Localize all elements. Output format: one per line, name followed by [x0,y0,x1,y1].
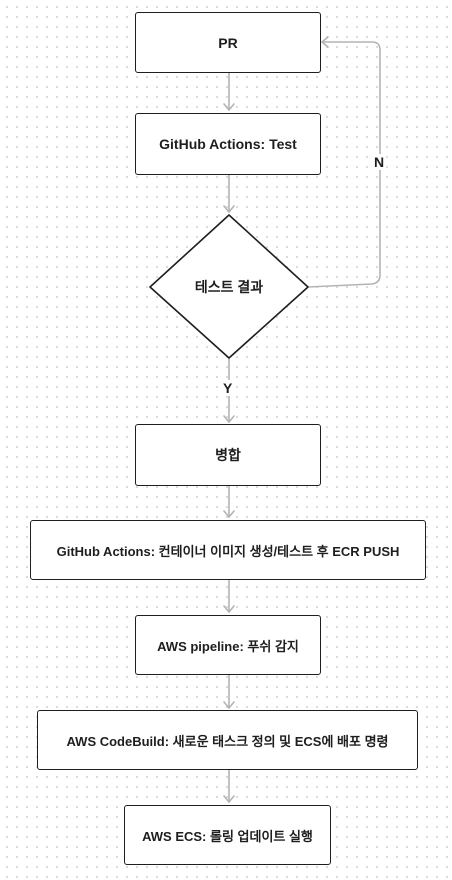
arrowhead-merge-build [223,510,235,518]
node-aws-ecs: AWS ECS: 롤링 업데이트 실행 [124,805,331,865]
node-aws-ecs-label: AWS ECS: 롤링 업데이트 실행 [142,828,313,844]
edge-label-yes: Y [221,380,235,396]
node-build-push: GitHub Actions: 컨테이너 이미지 생성/테스트 후 ECR PU… [30,520,426,580]
node-aws-pipeline-label: AWS pipeline: 푸쉬 감지 [157,638,299,654]
node-github-actions-test: GitHub Actions: Test [135,113,321,175]
node-pr: PR [135,12,321,73]
arrowhead-pr-test [223,103,235,111]
node-aws-pipeline: AWS pipeline: 푸쉬 감지 [135,615,321,675]
arrowhead-codebuild-ecs [223,795,235,803]
arrowhead-decision-pr-loop [321,36,329,48]
arrowhead-decision-merge [223,415,235,423]
node-build-push-label: GitHub Actions: 컨테이너 이미지 생성/테스트 후 ECR PU… [56,543,400,559]
node-merge: 병합 [135,424,321,486]
node-merge-label: 병합 [215,447,241,463]
edge-label-no: N [372,154,387,170]
node-pr-label: PR [218,34,238,51]
arrowhead-test-decision [223,205,235,213]
decision-test-result-label: 테스트 결과 [194,279,264,295]
arrowhead-build-pipeline [223,605,235,613]
node-github-actions-test-label: GitHub Actions: Test [159,136,297,152]
node-aws-codebuild-label: AWS CodeBuild: 새로운 태스크 정의 및 ECS에 배포 명령 [66,733,389,749]
decision-diamond-shape [149,214,309,359]
node-aws-codebuild: AWS CodeBuild: 새로운 태스크 정의 및 ECS에 배포 명령 [37,710,418,770]
arrowhead-pipeline-codebuild [223,701,235,709]
